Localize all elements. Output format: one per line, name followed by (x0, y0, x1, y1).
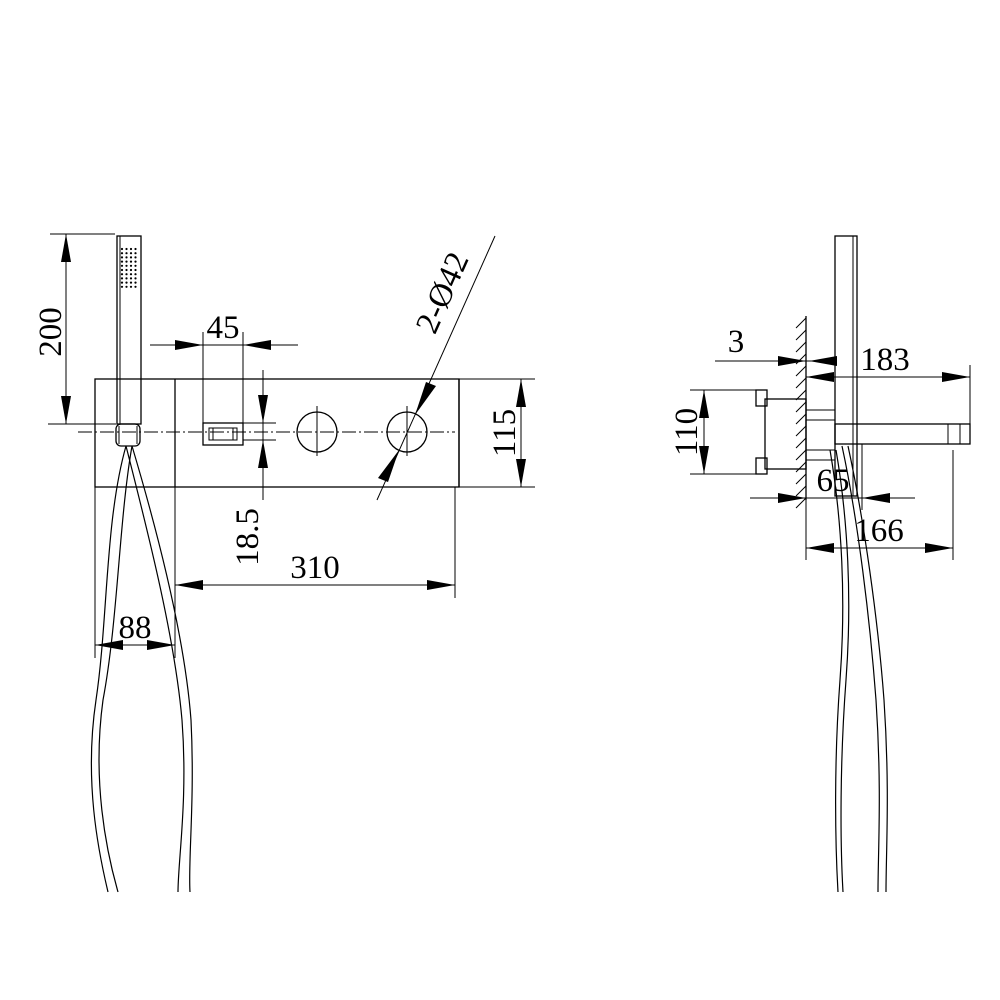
dim-body-height: 110 (669, 389, 756, 475)
spray-dot (134, 277, 137, 280)
dim-label-200: 200 (33, 307, 69, 357)
wall-hatching (795, 317, 807, 509)
dim-label-183: 183 (860, 342, 910, 378)
spray-dot (129, 281, 133, 284)
hatch-line (795, 425, 807, 437)
spray-dot (134, 256, 137, 259)
spray-dot (125, 264, 128, 267)
spray-dot (125, 285, 128, 288)
spray-dot (120, 273, 124, 276)
dim-spout-projection: 65 (750, 444, 915, 510)
spray-dot (125, 268, 128, 272)
dim-holder-width: 88 (94, 487, 176, 658)
dim-knob-diameter: 2-Ø42 (376, 235, 496, 501)
spray-dot (120, 252, 124, 255)
spray-dot (129, 268, 133, 272)
dim-label-166: 166 (854, 513, 904, 549)
dim-handshower-height: 200 (33, 233, 116, 425)
spray-dot (134, 264, 137, 267)
spray-dot (129, 256, 133, 259)
spray-dot (125, 277, 128, 280)
hatch-line (795, 437, 807, 449)
hand-shower (116, 235, 142, 425)
hatch-line (795, 461, 807, 473)
dim-label-45: 45 (207, 310, 240, 346)
hose-connector (115, 423, 141, 447)
spray-dot (134, 260, 137, 263)
dim-label-3: 3 (728, 324, 745, 360)
diverter-cartridge (202, 422, 244, 446)
hatch-line (795, 485, 807, 497)
dim-panel-height: 115 (459, 378, 535, 488)
wall-section (795, 316, 807, 509)
spray-dot (134, 252, 137, 255)
spray-dot (129, 260, 133, 263)
dim-label-2-phi-42: 2-Ø42 (409, 247, 476, 339)
spray-dot (134, 247, 137, 251)
hatch-line (795, 413, 807, 425)
spray-dot (120, 260, 124, 263)
hatch-line (795, 329, 807, 341)
side-plate-and-shower (834, 235, 858, 497)
hatch-line (795, 473, 807, 485)
spray-dot (125, 256, 128, 259)
hatch-line (795, 449, 807, 461)
hatch-line (795, 401, 807, 413)
spray-dot (134, 281, 137, 284)
hatch-line (795, 389, 807, 401)
shower-hose (90, 445, 193, 893)
spray-dot (120, 247, 124, 251)
control-knob-2 (386, 406, 428, 456)
dim-panel-length: 310 (174, 487, 456, 598)
spray-dot (129, 273, 133, 276)
hatch-line (795, 365, 807, 377)
side-valve-body (755, 389, 836, 475)
hatch-line (795, 341, 807, 353)
spray-dot (125, 281, 128, 284)
dim-plate-thickness: 3 (715, 324, 837, 366)
dim-label-310: 310 (290, 550, 340, 586)
spray-dot (129, 277, 133, 280)
spray-dot (134, 285, 137, 288)
side-spout (834, 423, 971, 445)
spray-dot (120, 285, 124, 288)
spray-dot (134, 273, 137, 276)
dim-label-110: 110 (669, 408, 705, 456)
spray-dot (125, 252, 128, 255)
dim-spout-length: 183 (806, 342, 971, 424)
spray-dot (129, 252, 133, 255)
dim-label-88: 88 (119, 610, 152, 646)
dim-cartridge-offset: 18.5 (230, 370, 276, 566)
spray-dot (120, 281, 124, 284)
hatch-line (795, 497, 807, 509)
spray-dot (120, 256, 124, 259)
spray-dot (125, 273, 128, 276)
dim-total-depth: 166 (805, 450, 954, 560)
side-hose (829, 445, 888, 893)
hatch-line (795, 317, 807, 329)
valve-panel (94, 378, 460, 488)
shower-spray-dots (120, 247, 137, 288)
side-view: 3 183 110 65 (669, 235, 971, 893)
spray-dot (134, 268, 137, 272)
dim-cartridge-width: 45 (150, 310, 298, 423)
spray-dot (125, 260, 128, 263)
spray-dot (129, 285, 133, 288)
dim-label-115: 115 (487, 409, 523, 457)
spray-dot (125, 247, 128, 251)
spray-dot (120, 264, 124, 267)
spray-dot (129, 247, 133, 251)
dim-label-65: 65 (817, 463, 850, 499)
spray-dot (120, 268, 124, 272)
hatch-line (795, 377, 807, 389)
front-view: 200 45 2-Ø42 115 (33, 233, 535, 893)
control-knob-1 (296, 406, 338, 456)
spray-dot (120, 277, 124, 280)
spray-dot (129, 264, 133, 267)
dim-label-18-5: 18.5 (230, 508, 266, 566)
